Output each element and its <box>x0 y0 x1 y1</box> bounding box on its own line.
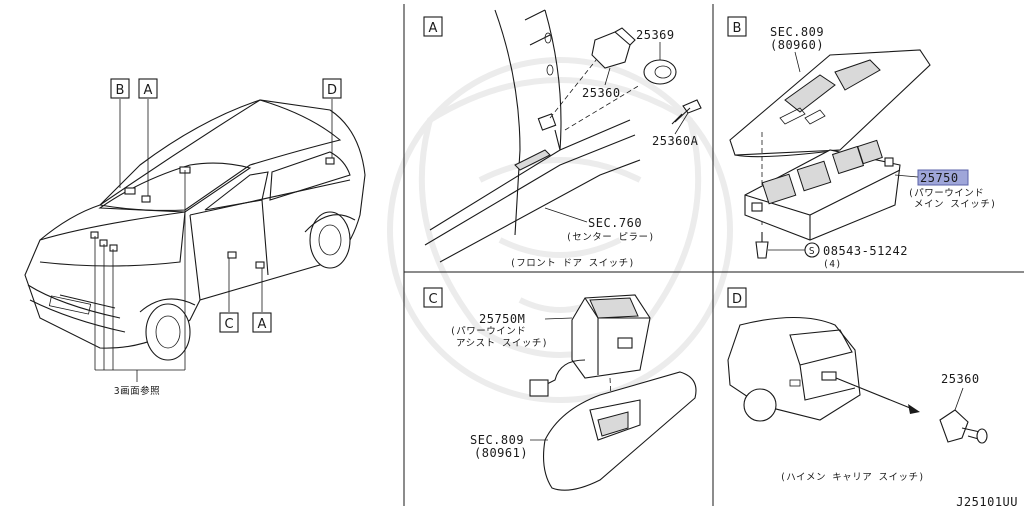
callout-box-a2 <box>252 312 272 333</box>
panel-a-tag-box <box>423 16 443 37</box>
part-25360a: 25360A <box>652 134 699 148</box>
screw-symbol: S <box>809 246 815 257</box>
part-25750: 25750 <box>920 171 959 185</box>
part-25369: 25369 <box>636 28 675 42</box>
part-25360: 25360 <box>582 86 621 100</box>
panel-d-tag-box <box>727 287 747 308</box>
callout-a: A <box>144 83 153 98</box>
callout-box-a <box>138 78 158 99</box>
switch-marker-c <box>227 251 237 259</box>
overview-callouts: B A D C A 3画面参照 <box>110 78 342 397</box>
panel-d-caption: (ハイメン キャリア スイッチ) <box>780 472 925 483</box>
callout-a-lower: A <box>258 317 267 332</box>
overview-car-drawing <box>24 99 366 382</box>
part-25750m-desc-2: アシスト スイッチ) <box>456 338 548 349</box>
sec-809-ref-c: SEC.809 <box>470 433 524 447</box>
part-25750-desc-1: (パワーウインド <box>908 188 984 199</box>
screw-part-number: 08543-51242 <box>823 244 908 258</box>
part-25360-d: 25360 <box>941 372 980 386</box>
callout-box-d <box>322 78 342 99</box>
part-25750m-desc-1: (パワーウインド <box>450 326 526 337</box>
panel-d: D 25360 (ハイメン キャリア スイッチ) <box>727 287 988 483</box>
panel-c-tag-box <box>423 287 443 308</box>
reference-note: 3画面参照 <box>114 385 160 397</box>
callout-d: D <box>327 83 337 98</box>
callout-box-c <box>219 312 239 333</box>
part-25750-highlight <box>917 169 969 186</box>
part-25750-desc-2: メイン スイッチ) <box>914 199 996 210</box>
callout-box-b <box>110 78 130 99</box>
rear-switch-marker <box>821 371 837 381</box>
switch-marker-d <box>325 157 335 165</box>
sec-809-sub-b: (80960) <box>770 38 824 52</box>
panel-b-tag-box <box>727 16 747 37</box>
callout-b: B <box>116 83 125 98</box>
panel-d-tag: D <box>732 292 742 307</box>
diagram-id: J25101UU <box>956 495 1018 509</box>
screw-quantity: (4) <box>823 259 842 270</box>
panel-b: B SEC.809 (80960) 25750 (パワーウインド メイン スイッ… <box>727 16 996 270</box>
connector <box>529 379 549 397</box>
panel-b-tag: B <box>733 21 742 36</box>
callout-c: C <box>224 317 233 332</box>
switch-marker-a <box>141 195 151 203</box>
panel-a-tag: A <box>429 21 438 36</box>
panel-c-tag: C <box>428 292 437 307</box>
panel-a-caption: (フロント ドア スイッチ) <box>510 258 635 269</box>
sec-809-sub-c: (80961) <box>474 446 528 460</box>
panel-a: A 25369 25360 25360A SEC.760 (センター ピラー) … <box>423 9 702 269</box>
part-25750m: 25750M <box>479 312 525 326</box>
switch-marker-b <box>124 187 136 195</box>
panel-c: C 25750M (パワーウインド アシスト スイッチ) SEC.809 (80… <box>423 287 697 491</box>
watermark-emblem <box>387 57 733 403</box>
panel-dividers <box>403 4 1024 506</box>
sec-809-ref-b: SEC.809 <box>770 25 824 39</box>
sec-760-ref: SEC.760 <box>588 216 642 230</box>
sec-760-desc: (センター ピラー) <box>566 232 655 243</box>
